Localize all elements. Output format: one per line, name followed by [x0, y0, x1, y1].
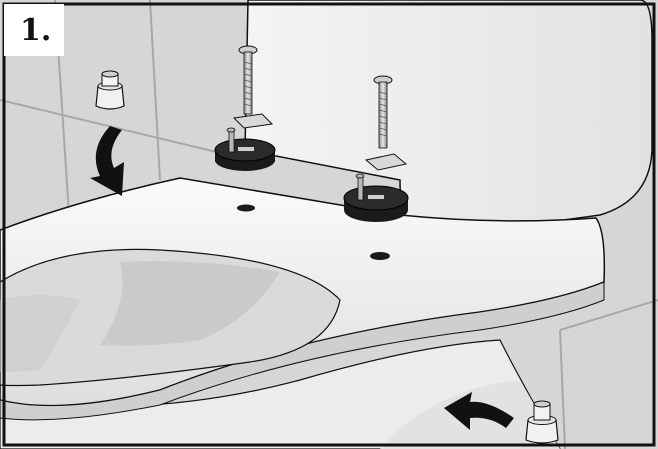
mounting-hole-icon: [237, 205, 255, 212]
mounting-hole-icon: [370, 252, 390, 260]
step-number: 1.: [20, 16, 51, 46]
